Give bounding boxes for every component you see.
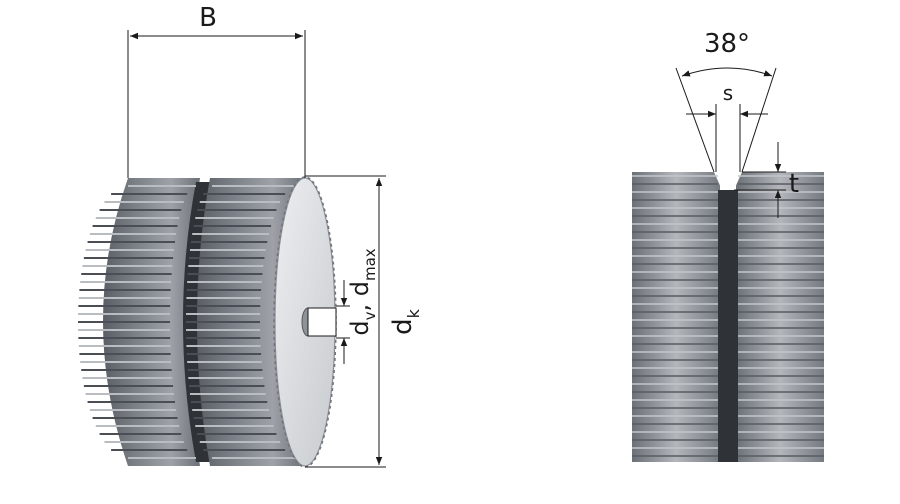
label-B: B: [199, 3, 217, 33]
dim-gap-s: s: [686, 81, 768, 172]
wheel-side-view: [632, 172, 824, 462]
dim-depth-t: t: [734, 142, 799, 218]
side-left-half: [632, 172, 720, 462]
wheel-perspective: [78, 176, 337, 468]
side-teeth: [632, 175, 824, 457]
dim-outer-dk: dk: [305, 175, 423, 468]
wheel-teeth-left: [78, 185, 196, 459]
wheel-teeth-right: [186, 185, 298, 459]
side-groove: [718, 190, 738, 462]
label-angle: 38°: [704, 29, 750, 59]
side-right-half: [736, 172, 824, 462]
label-t: t: [789, 169, 799, 199]
label-s: s: [723, 81, 733, 105]
label-dk: dk: [388, 308, 423, 335]
label-dv-dmax: dv, dmax: [346, 248, 379, 335]
dim-width-B: B: [127, 3, 306, 178]
side-v-notch: [714, 172, 742, 190]
wheel-bore-channel: [307, 307, 337, 337]
dim-bore-dv-dmax: dv, dmax: [336, 248, 379, 364]
dim-angle-38: 38°: [675, 29, 777, 173]
